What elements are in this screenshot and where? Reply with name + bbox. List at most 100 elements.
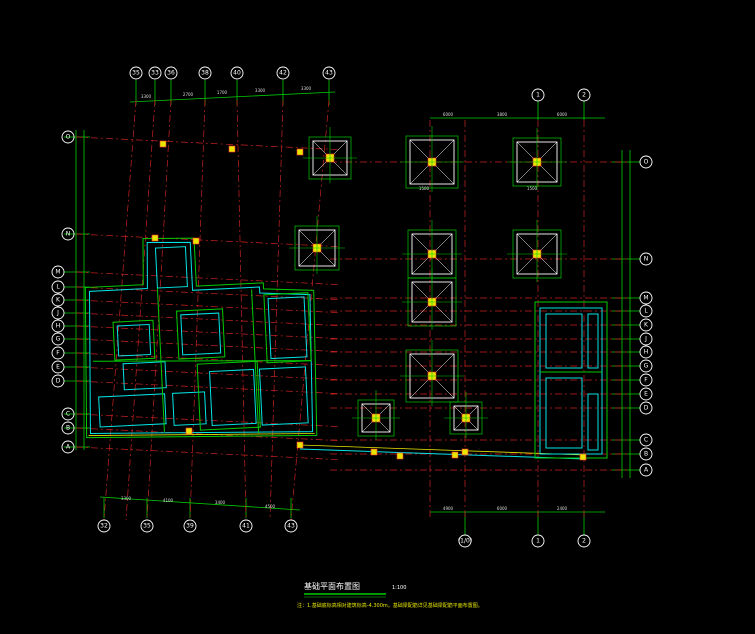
axis-bubble-top-40: 40 (230, 66, 244, 80)
dim-footing-1: 1500 (527, 186, 538, 191)
axis-bubble-left-K-label: K (56, 297, 61, 304)
dim-bottom-right-0: 4900 (443, 506, 454, 511)
axis-bubble-left-L: L (51, 280, 65, 294)
footing-0 (303, 127, 357, 183)
dim-top-right-1: 3800 (497, 112, 508, 117)
axis-bubble-right-C: C (639, 433, 653, 447)
axis-bubble-top-36: 36 (164, 66, 178, 80)
axis-bubble-right-top-2: 2 (577, 88, 591, 102)
column-2 (296, 148, 304, 156)
axis-bubble-right-J-label: J (644, 336, 647, 343)
axis-bubble-left-C-label: C (66, 411, 70, 418)
axis-bubble-right-top-2-label: 2 (582, 92, 586, 99)
title-block: 基础平面布置图 1:100 注：1.基础底标高相对建筑标高-4.300m，基础梁… (297, 581, 483, 609)
isolated-footings (151, 126, 587, 461)
axis-bubble-bottom-39: 39 (183, 519, 197, 533)
axis-bubble-bottom-32: 32 (97, 519, 111, 533)
axis-bubble-right-M-label: M (643, 295, 648, 302)
axis-bubble-right-B-label: B (644, 451, 648, 458)
drawing-title: 基础平面布置图 (304, 581, 360, 591)
axis-bubble-right-D: D (639, 401, 653, 415)
dim-top-left-3: 3300 (255, 88, 266, 93)
left-foundation-walls (84, 237, 586, 460)
axis-lines (75, 99, 630, 521)
dim-bottom-right-2: 2400 (557, 506, 568, 511)
axis-bubble-bottom-43-label: 43 (287, 523, 295, 530)
axis-bubble-right-top-1: 1 (531, 88, 545, 102)
dim-bottom-left-2: 3400 (215, 500, 226, 505)
axis-bubble-right-bottom-1-label: 1 (536, 538, 540, 545)
axis-bubble-right-E: E (639, 387, 653, 401)
axis-bubble-left-D-label: D (56, 378, 61, 385)
dim-top-right-2: 6000 (557, 112, 568, 117)
dim-top-left-0: 3300 (141, 94, 152, 99)
footing-9 (444, 392, 488, 438)
axis-bubble-right-K: K (639, 318, 653, 332)
axis-bubble-bottom-35: 35 (140, 519, 154, 533)
axis-bubble-right-M: M (639, 291, 653, 305)
axis-bubble-left-C: C (61, 407, 75, 421)
axis-bubble-right-bottom-1: 1 (531, 534, 545, 548)
column-1 (228, 145, 236, 153)
axis-bubble-left-B-label: B (66, 425, 70, 432)
axis-bubble-bottom-39-label: 39 (186, 523, 194, 530)
drawing-note: 注：1.基础底标高相对建筑标高-4.300m，基础梁配筋详见基础梁配筋平面布置图… (297, 602, 483, 609)
axis-bubble-right-top-1-label: 1 (536, 92, 540, 99)
axis-bubble-left-M: M (51, 265, 65, 279)
axis-bubble-right-K-label: K (644, 322, 649, 329)
axis-bubble-right-A: A (639, 463, 653, 477)
axis-bubble-left-D: D (51, 374, 65, 388)
axis-bubble-left-F: F (51, 346, 65, 360)
axis-bubble-left-O-label: O (66, 134, 71, 141)
axis-bubble-left-G-label: G (56, 336, 61, 343)
axis-bubble-left-N-label: N (66, 231, 71, 238)
dim-top-right-0: 6000 (443, 112, 454, 117)
footing-2 (400, 126, 464, 192)
footing-7 (400, 340, 464, 406)
footing-1 (289, 216, 345, 274)
dim-bottom-left-0: 3300 (121, 496, 132, 501)
axis-bubble-left-E: E (51, 360, 65, 374)
axis-bubble-top-42: 42 (276, 66, 290, 80)
axis-bubble-right-E-label: E (644, 391, 648, 398)
axis-bubble-left-N: N (61, 227, 75, 241)
axis-bubble-top-35-label: 35 (132, 70, 140, 77)
axis-bubble-right-F: F (639, 373, 653, 387)
axis-bubble-left-F-label: F (56, 350, 60, 357)
axis-bubble-left-M-label: M (55, 269, 60, 276)
axis-bubble-left-A: A (61, 440, 75, 454)
axis-bubble-left-O: O (61, 130, 75, 144)
column-8 (396, 452, 404, 460)
footing-8 (352, 390, 400, 440)
axis-bubble-right-F-label: F (644, 377, 648, 384)
axis-bubble-right-G-label: G (644, 363, 649, 370)
axis-bubble-right-A-label: A (644, 467, 649, 474)
column-0 (159, 140, 167, 148)
column-9 (451, 451, 459, 459)
axis-bubble-top-35: 35 (129, 66, 143, 80)
dim-bottom-left-1: 4100 (163, 498, 174, 503)
axis-bubble-bottom-35-label: 35 (143, 523, 151, 530)
column-7 (370, 448, 378, 456)
axis-bubble-right-J: J (639, 332, 653, 346)
axis-bubble-left-H-label: H (56, 323, 61, 330)
dim-bottom-right-1: 6000 (497, 506, 508, 511)
column-11 (579, 453, 587, 461)
axis-bubble-left-A-label: A (66, 444, 71, 451)
footing-5 (507, 220, 567, 282)
axis-bubble-right-O: O (639, 155, 653, 169)
axis-bubble-left-K: K (51, 293, 65, 307)
axis-bubble-left-G: G (51, 332, 65, 346)
column-5 (185, 427, 193, 435)
axis-bubble-left-J-label: J (56, 310, 59, 317)
axis-bubble-right-bottom-2: 2 (577, 534, 591, 548)
axis-bubble-right-D-label: D (644, 405, 649, 412)
axis-bubble-top-33: 33 (148, 66, 162, 80)
dim-bottom-left-3: 4500 (265, 504, 276, 509)
axis-bubble-right-N: N (639, 252, 653, 266)
axis-bubble-left-J: J (51, 306, 65, 320)
right-foundation-walls (534, 301, 608, 459)
